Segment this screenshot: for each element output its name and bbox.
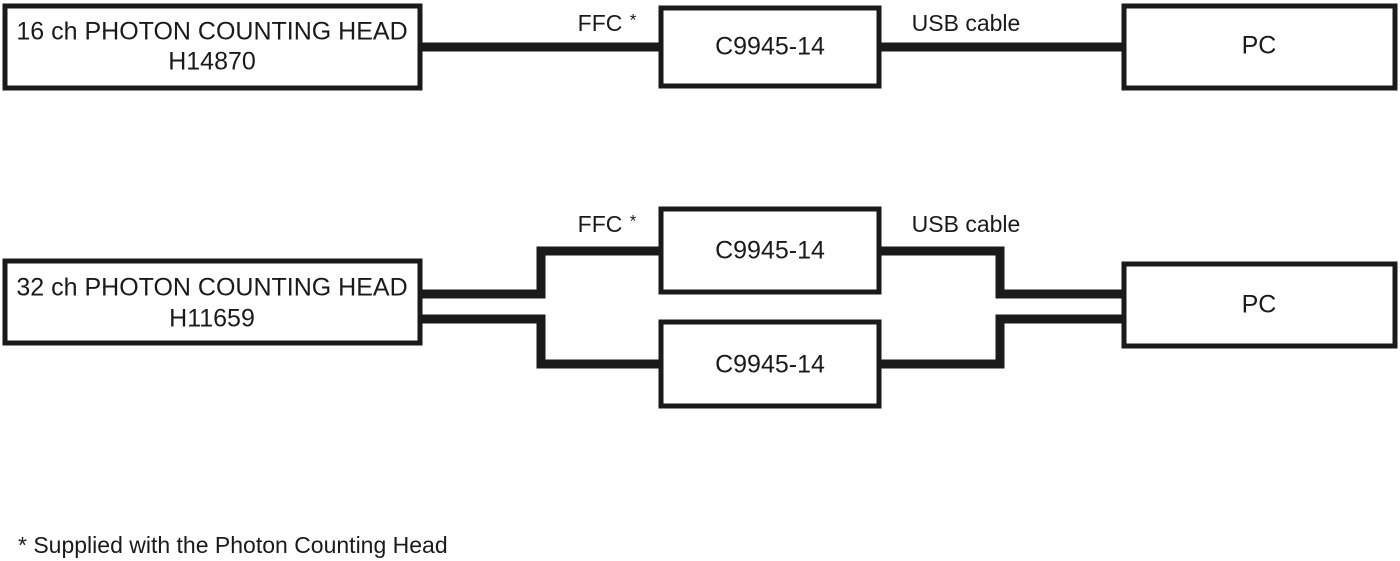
node-photon-counting-head-32ch[interactable]: 32 ch PHOTON COUNTING HEAD H11659	[2, 258, 423, 346]
node-box-rect	[2, 258, 423, 346]
edge-label-ffc-32ch: FFC *	[578, 211, 637, 237]
node-label-line1: 16 ch PHOTON COUNTING HEAD	[16, 18, 407, 46]
node-box-rect	[658, 319, 882, 409]
node-label-line1: 32 ch PHOTON COUNTING HEAD	[16, 274, 407, 302]
footnote: * Supplied with the Photon Counting Head	[18, 532, 448, 558]
node-label-line2: H11659	[169, 305, 255, 333]
edge-label-text: FFC	[578, 211, 623, 237]
node-box-rect	[658, 206, 882, 295]
edge-label-asterisk: *	[630, 10, 637, 29]
edge-label-usb-16ch: USB cable	[912, 10, 1021, 36]
node-box-rect	[2, 3, 423, 91]
connector-usb-32ch-upper	[877, 246, 1126, 299]
node-label-line2: H14870	[168, 48, 256, 76]
node-box-rect	[1121, 261, 1398, 349]
edge-label-usb-32ch: USB cable	[912, 211, 1021, 237]
node-label-line1: PC	[1242, 291, 1277, 319]
node-box-rect	[658, 5, 882, 89]
connector-ffc-32ch-upper	[420, 246, 663, 299]
edge-label-text: FFC	[578, 10, 623, 36]
edge-label-ffc-16ch: FFC *	[578, 10, 637, 36]
node-label-line1: C9945-14	[715, 237, 825, 265]
node-label-line1: C9945-14	[715, 33, 825, 61]
edge-label-asterisk: *	[630, 211, 637, 230]
node-pc-32ch[interactable]: PC	[1121, 261, 1398, 349]
node-controller-c9945-14-16ch[interactable]: C9945-14	[658, 5, 882, 89]
node-label-line1: PC	[1242, 32, 1277, 60]
connector-ffc-32ch-lower	[420, 314, 663, 369]
node-photon-counting-head-16ch[interactable]: 16 ch PHOTON COUNTING HEAD H14870	[2, 3, 423, 91]
node-controller-c9945-14-upper[interactable]: C9945-14	[658, 206, 882, 295]
node-box-rect	[1121, 3, 1398, 91]
node-controller-c9945-14-lower[interactable]: C9945-14	[658, 319, 882, 409]
node-pc-16ch[interactable]: PC	[1121, 3, 1398, 91]
connector-usb-32ch-lower	[877, 314, 1126, 369]
node-label-line1: C9945-14	[715, 351, 825, 379]
